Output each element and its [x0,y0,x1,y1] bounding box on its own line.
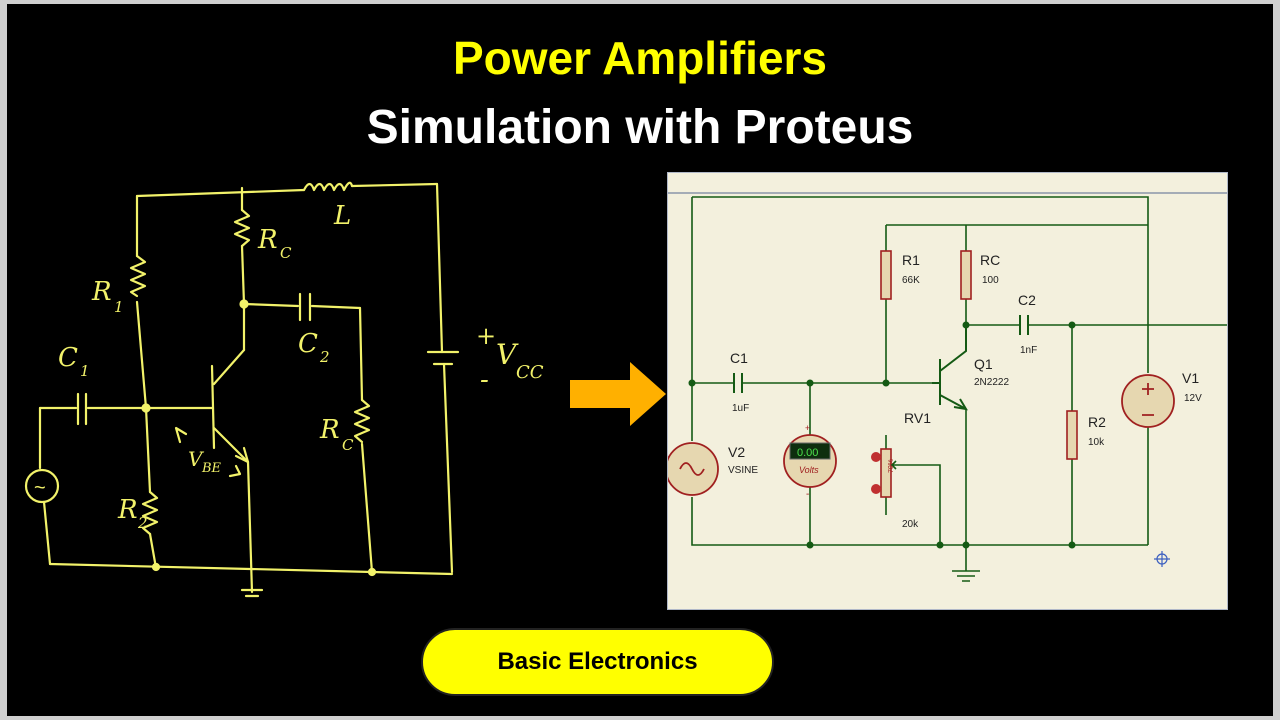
rv1-wiper-wire [902,464,941,545]
value-C2: 1nF [1020,345,1037,356]
label-Rc-load: R [319,415,340,445]
resistor-R1 [129,254,147,298]
label-Rc-top-sub: C [280,244,292,262]
r1-wire-bottom [135,300,148,410]
proteus-schematic-panel: R1 66K RC 100 C2 1nF C1 1uF Q1 2N2222 V1… [665,172,1228,610]
c2-wire-right [310,304,362,310]
ground-node-1 [151,562,161,572]
voltmeter-label: Volts [799,465,819,475]
title-line-1: Power Amplifiers [452,32,828,84]
label-Rc-top: R [257,225,278,255]
label-VCC: V [496,338,519,371]
label-plus: + [476,322,496,350]
label-R1: R1 [902,252,920,268]
hand-drawn-circuit: L R C R 1 C 1 C 2 R C R 2 V BE + V CC - … [24,181,544,598]
capacitor-C2 [1019,315,1029,335]
label-RC: RC [980,252,1000,268]
label-minus: - [480,365,489,395]
top-wire [692,196,1149,373]
top-wire-left [135,188,306,198]
rv1-up-button [871,452,881,462]
ground-symbol [240,588,264,598]
r2-wire-top [144,406,152,494]
capacitor-C1 [733,373,743,393]
label-C2-sub: 2 [319,348,330,366]
ground-wire [691,497,1148,546]
label-C1: C1 [730,350,748,366]
category-label: Basic Electronics [497,648,698,675]
voltmeter-plus: + [805,423,810,433]
label-C2: C2 [1018,292,1036,308]
title-line-2: Simulation with Proteus [366,101,914,154]
value-R1: 66K [902,275,920,286]
transistor-emitter [212,426,250,464]
top-wire-right [350,182,439,188]
transistor-Q1 [932,325,968,411]
proteus-schematic: R1 66K RC 100 C2 1nF C1 1uF Q1 2N2222 V1… [665,192,1227,582]
rv1-wiper-percent: 70% [888,459,895,473]
emitter-to-ground [246,460,254,594]
c2-wire-left [242,302,300,308]
vcc-wire-bottom [442,362,454,574]
label-R2-sub: 2 [137,514,148,532]
ground-icon [952,570,980,582]
value-RC: 100 [982,275,999,286]
resistor-RC [960,250,972,300]
transistor-collector [212,348,246,386]
dc-source-V1 [1121,374,1175,428]
label-VBE-sub: BE [201,461,222,476]
resistor-Rc-load [353,398,371,444]
potentiometer-RV1 [880,448,892,498]
label-V1: V1 [1182,370,1199,386]
value-V1: 12V [1184,393,1202,404]
source-wire-bottom [42,500,52,566]
rc-load-wire-top [358,306,364,402]
label-C2: C [298,329,318,359]
crosshair-icon [1154,551,1170,567]
label-Q1: Q1 [974,356,993,372]
label-C1: C [58,343,78,373]
label-VCC-sub: CC [516,362,544,383]
label-R1-sub: 1 [114,298,124,316]
hand-drawn-circuit-panel: L R C R 1 C 1 C 2 R C R 2 V BE + V CC - … [22,172,563,610]
resistor-R2 [1066,410,1078,460]
value-R2: 10k [1088,437,1105,448]
resistor-Rc-top [233,208,251,248]
rc-load-wire-bottom [360,442,374,574]
rc-wire-bottom [240,244,246,306]
label-V2: V2 [728,444,745,460]
label-R2: R [117,495,138,525]
label-VBE: V [188,447,205,471]
label-RV1: RV1 [904,410,931,426]
label-L: L [333,201,351,231]
label-R1: R [91,277,112,307]
voltmeter-reading: 0.00 [797,447,818,459]
vbe-arrow-up [174,426,188,444]
label-C1-sub: 1 [80,362,90,380]
ac-source [24,468,60,504]
inductor-L [302,181,354,192]
voltmeter-minus: - [806,489,809,500]
label-ac-source: ~ [34,477,46,499]
label-R2: R2 [1088,414,1106,430]
arrow-icon [570,362,668,435]
value-C1: 1uF [732,403,749,414]
value-V2: VSINE [728,465,758,476]
r2-wire-bottom [148,532,158,570]
value-Q1: 2N2222 [974,377,1009,388]
label-Rc-load-sub: C [342,436,354,454]
value-RV1: 20k [902,519,919,530]
vcc-wire-top [435,182,444,354]
resistor-R2 [141,490,159,536]
category-badge: Basic Electronics [421,628,774,696]
rv1-down-button [871,484,881,494]
vbe-arrow-right [228,464,242,478]
resistor-R1 [880,250,892,300]
transistor-base-bar [210,364,216,450]
